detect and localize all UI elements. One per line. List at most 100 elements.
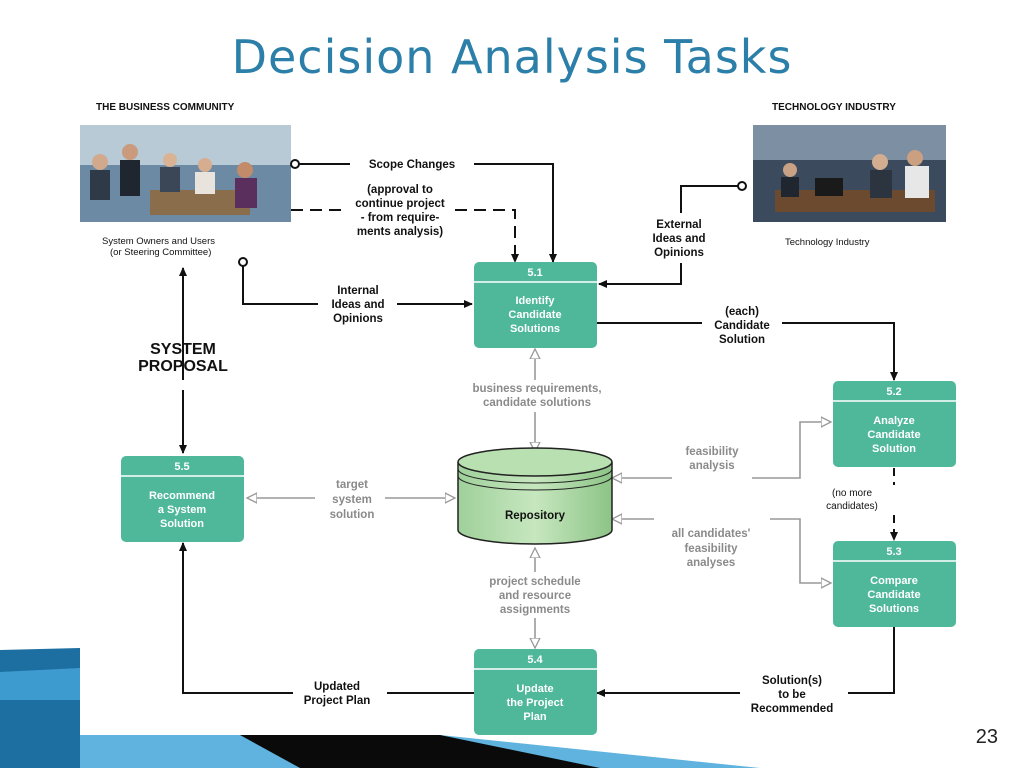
solutions-recommended-label: Solution(s) to be Recommended [751, 675, 833, 715]
no-more-line1: (no more [832, 488, 872, 499]
internal-ideas-origin [238, 257, 248, 267]
each-candidate-label: (each) Candidate Solution [714, 306, 770, 346]
technology-industry-caption: Technology Industry [785, 237, 870, 248]
feasibility-line1: feasibility [685, 446, 739, 458]
each-candidate-line3: Solution [719, 334, 765, 346]
feasibility-right-arrow [752, 422, 831, 479]
all-candidates-line2: feasibility [684, 543, 738, 555]
each-candidate-flow [597, 322, 894, 380]
schedule-line1: project schedule [489, 576, 580, 588]
scope-changes-flow [299, 163, 553, 262]
process-5-4-line3: Plan [523, 711, 547, 723]
approval-line1: (approval to [367, 184, 433, 196]
system-owners-caption: System Owners and Users [102, 236, 215, 247]
project-schedule-label: project schedule and resource assignment… [489, 576, 580, 616]
process-5-4: 5.4 Update the Project Plan [474, 649, 597, 735]
process-5-1: 5.1 Identify Candidate Solutions [474, 262, 597, 348]
process-5-2-id: 5.2 [886, 386, 901, 398]
process-5-2-line1: Analyze [873, 415, 915, 427]
internal-line3: Opinions [333, 313, 383, 325]
schedule-line3: assignments [500, 604, 570, 616]
process-5-1-line1: Identify [515, 295, 555, 307]
process-5-1-line2: Candidate [508, 309, 561, 321]
steering-committee-caption: (or Steering Committee) [110, 247, 211, 258]
swoosh-left-light [0, 668, 80, 700]
swoosh-left [0, 648, 80, 768]
process-5-1-line3: Solutions [510, 323, 560, 335]
target-line1: target [336, 479, 368, 491]
external-line3: Opinions [654, 247, 704, 259]
process-5-5: 5.5 Recommend a System Solution [121, 456, 244, 542]
all-candidates-line1: all candidates' [672, 528, 751, 540]
feasibility-line2: analysis [689, 460, 734, 472]
no-more-candidates-label: (no more candidates) [826, 488, 878, 512]
target-line3: solution [330, 509, 375, 521]
target-label: target system solution [330, 479, 375, 521]
process-5-4-line1: Update [516, 683, 553, 695]
process-5-3-line2: Candidate [867, 589, 920, 601]
solutions-line2: to be [778, 689, 805, 701]
process-5-5-line2: a System [158, 504, 207, 516]
swoosh-bottom-black [240, 735, 600, 768]
business-meeting-photo [80, 125, 291, 222]
slide-title: Decision Analysis Tasks [231, 30, 793, 84]
scope-changes-origin [290, 159, 300, 169]
process-5-1-id: 5.1 [527, 267, 542, 279]
process-5-4-line2: the Project [507, 697, 564, 709]
external-ideas-label: External Ideas and Opinions [652, 219, 705, 259]
scope-changes-label: Scope Changes [369, 159, 455, 171]
internal-line2: Ideas and [331, 299, 384, 311]
internal-line1: Internal [337, 285, 379, 297]
approval-line3: - from require- [361, 212, 440, 224]
business-reqs-line2: candidate solutions [483, 397, 591, 409]
process-5-2-line3: Solution [872, 443, 916, 455]
repository-label: Repository [505, 510, 566, 522]
process-5-3-id: 5.3 [886, 546, 901, 558]
process-5-4-id: 5.4 [527, 654, 543, 666]
process-5-5-line1: Recommend [149, 490, 215, 502]
business-reqs-label: business requirements, candidate solutio… [472, 383, 601, 409]
all-candidates-right-arrow [770, 518, 831, 583]
process-5-3-line1: Compare [870, 575, 918, 587]
internal-ideas-flow [242, 266, 472, 304]
process-5-3-line3: Solutions [869, 603, 919, 615]
external-line1: External [656, 219, 701, 231]
decision-analysis-diagram: THE BUSINESS COMMUNITY TECHNOLOGY INDUST… [80, 102, 956, 735]
approval-line4: ments analysis) [357, 226, 443, 238]
technology-meeting-photo [753, 125, 946, 222]
business-community-heading: THE BUSINESS COMMUNITY [96, 102, 235, 113]
diagram-panel: THE BUSINESS COMMUNITY TECHNOLOGY INDUST… [80, 92, 976, 735]
process-5-2: 5.2 Analyze Candidate Solution [833, 381, 956, 467]
updated-plan-line1: Updated [314, 681, 360, 693]
target-line2: system [332, 494, 372, 506]
updated-plan-flow [183, 543, 474, 694]
each-candidate-line1: (each) [725, 306, 759, 318]
schedule-line2: and resource [499, 590, 571, 602]
approval-label: (approval to continue project - from req… [355, 184, 445, 238]
external-line2: Ideas and [652, 233, 705, 245]
repository-store: Repository [457, 447, 613, 545]
process-5-5-id: 5.5 [174, 461, 189, 473]
no-more-line2: candidates) [826, 501, 878, 512]
process-5-2-line2: Candidate [867, 429, 920, 441]
updated-plan-label: Updated Project Plan [304, 681, 370, 707]
internal-ideas-label: Internal Ideas and Opinions [331, 285, 384, 325]
updated-plan-line2: Project Plan [304, 695, 370, 707]
all-candidates-line3: analyses [687, 557, 736, 569]
page-number: 23 [975, 726, 998, 748]
external-ideas-flow [599, 185, 738, 284]
external-ideas-origin [737, 181, 747, 191]
approval-line2: continue project [355, 198, 445, 210]
solutions-line1: Solution(s) [762, 675, 822, 687]
feasibility-label: feasibility analysis [685, 446, 739, 472]
approval-flow [291, 209, 515, 262]
all-candidates-label: all candidates' feasibility analyses [672, 528, 751, 569]
process-5-3: 5.3 Compare Candidate Solutions [833, 541, 956, 627]
business-reqs-line1: business requirements, [472, 383, 601, 395]
process-5-5-line3: Solution [160, 518, 204, 530]
solutions-line3: Recommended [751, 703, 833, 715]
each-candidate-line2: Candidate [714, 320, 770, 332]
technology-industry-heading: TECHNOLOGY INDUSTRY [772, 102, 896, 113]
solutions-recommended-flow [597, 627, 895, 693]
